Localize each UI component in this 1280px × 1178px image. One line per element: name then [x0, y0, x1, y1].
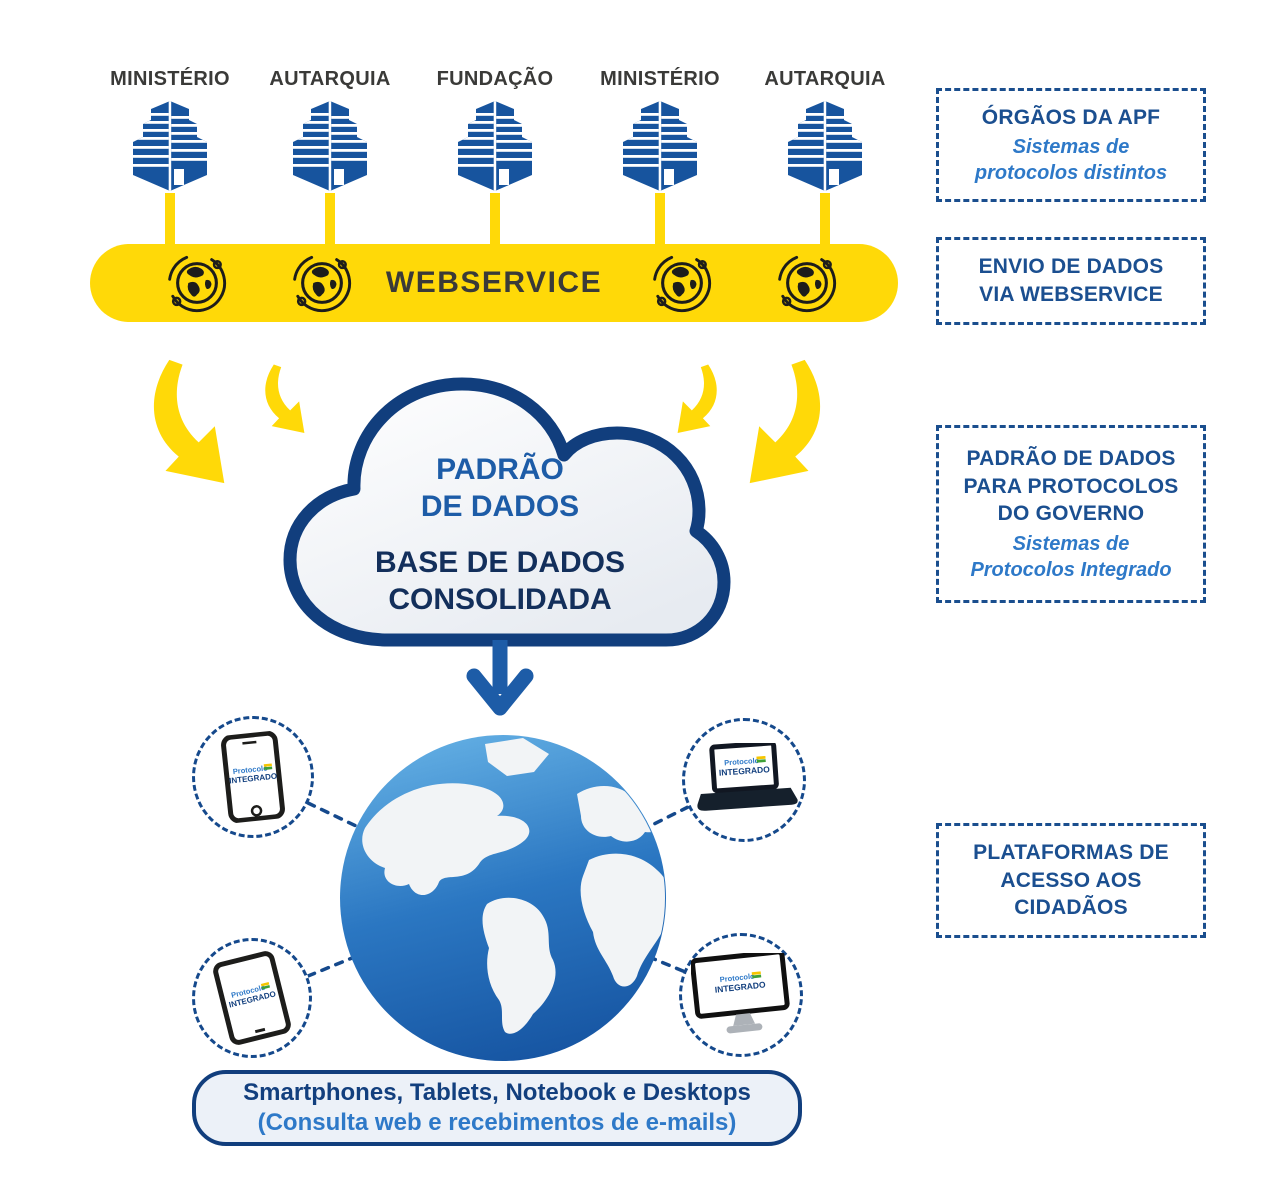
note-subtitle-line: protocolos distintos	[974, 162, 1168, 185]
cloud-title-line: PADRÃO	[436, 453, 564, 486]
cloud-subtitle-line: CONSOLIDADA	[388, 582, 612, 616]
note-title-line: PADRÃO DE DADOS	[966, 446, 1176, 470]
note-title-line: DO GOVERNO	[997, 502, 1145, 526]
protocolo-logo-top: Protocolo	[719, 971, 755, 984]
note-subtitle-line: Sistemas de	[1012, 533, 1130, 556]
note-plataformas: PLATAFORMAS DE ACESSO AOS CIDADÃOS	[936, 823, 1206, 938]
arrow-down-icon	[466, 640, 534, 716]
footer-line2: (Consulta web e recebimentos de e-mails)	[257, 1109, 737, 1136]
protocolo-logo-top: Protocolo	[724, 756, 760, 767]
cloud-text: PADRÃO DE DADOS BASE DE DADOS CONSOLIDAD…	[330, 452, 670, 618]
org-unit-2: AUTARQUIA	[255, 68, 405, 193]
connector-line	[325, 193, 335, 251]
note-subtitle-line: Sistemas de	[1012, 136, 1130, 159]
building-icon	[286, 99, 374, 193]
connector-line	[655, 193, 665, 251]
note-envio-dados: ENVIO DE DADOS VIA WEBSERVICE	[936, 237, 1206, 325]
webservice-bar: WEBSERVICE	[90, 244, 898, 322]
note-title-line: ÓRGÃOS DA APF	[981, 105, 1161, 129]
org-unit-3: FUNDAÇÃO	[420, 68, 570, 193]
device-circle-notebook: Protocolo INTEGRADO	[682, 718, 806, 842]
org-unit-1: MINISTÉRIO	[95, 68, 245, 193]
note-subtitle-line: Protocolos Integrado	[970, 559, 1172, 582]
org-unit-5: AUTARQUIA	[750, 68, 900, 193]
org-unit-4: MINISTÉRIO	[585, 68, 735, 193]
note-padrao-dados: PADRÃO DE DADOS PARA PROTOCOLOS DO GOVER…	[936, 425, 1206, 603]
cloud-shape	[283, 377, 731, 647]
note-title-line: PLATAFORMAS DE	[973, 840, 1169, 864]
protocolo-logo-top: Protocolo	[232, 763, 268, 776]
building-icon	[616, 99, 704, 193]
protocolo-logo-bottom: INTEGRADO	[719, 764, 771, 778]
earth-globe	[340, 735, 666, 1061]
building-icon	[126, 99, 214, 193]
building-icon	[451, 99, 539, 193]
footer-platforms-box: Smartphones, Tablets, Notebook e Desktop…	[192, 1070, 802, 1146]
tablet-icon: Protocolo INTEGRADO	[213, 951, 291, 1045]
desktop-icon: Protocolo INTEGRADO	[691, 953, 790, 1034]
note-title-line: ENVIO DE DADOS	[978, 255, 1164, 279]
org-unit-label: MINISTÉRIO	[110, 68, 230, 90]
org-unit-label: FUNDAÇÃO	[436, 68, 554, 90]
notebook-icon: Protocolo INTEGRADO	[697, 743, 798, 811]
webservice-label: WEBSERVICE	[385, 266, 603, 299]
arrow-down-left-large-icon	[726, 358, 836, 486]
connector-line	[490, 193, 500, 251]
connector-line	[165, 193, 175, 251]
org-unit-label: AUTARQUIA	[269, 68, 391, 90]
device-circle-tablet: Protocolo INTEGRADO	[192, 938, 312, 1058]
device-circle-smartphone: Protocolo INTEGRADO	[192, 716, 314, 838]
device-circle-desktop: Protocolo INTEGRADO	[679, 933, 803, 1057]
arrow-down-right-large-icon	[138, 358, 248, 486]
note-title-line: ACESSO AOS	[1000, 868, 1142, 892]
cloud-subtitle-line: BASE DE DADOS	[374, 546, 626, 580]
note-title-line: PARA PROTOCOLOS	[963, 474, 1179, 498]
note-title-line: CIDADÃOS	[1014, 896, 1128, 920]
connector-line	[820, 193, 830, 251]
cloud-title-line: DE DADOS	[420, 489, 580, 523]
org-unit-label: AUTARQUIA	[764, 68, 886, 90]
org-unit-label: MINISTÉRIO	[600, 68, 720, 90]
building-icon	[781, 99, 869, 193]
footer-line1: Smartphones, Tablets, Notebook e Desktop…	[243, 1079, 751, 1106]
smartphone-icon: Protocolo INTEGRADO	[221, 730, 285, 824]
note-title-line: VIA WEBSERVICE	[979, 283, 1163, 306]
note-orgaos-apf: ÓRGÃOS DA APF Sistemas de protocolos dis…	[936, 88, 1206, 202]
